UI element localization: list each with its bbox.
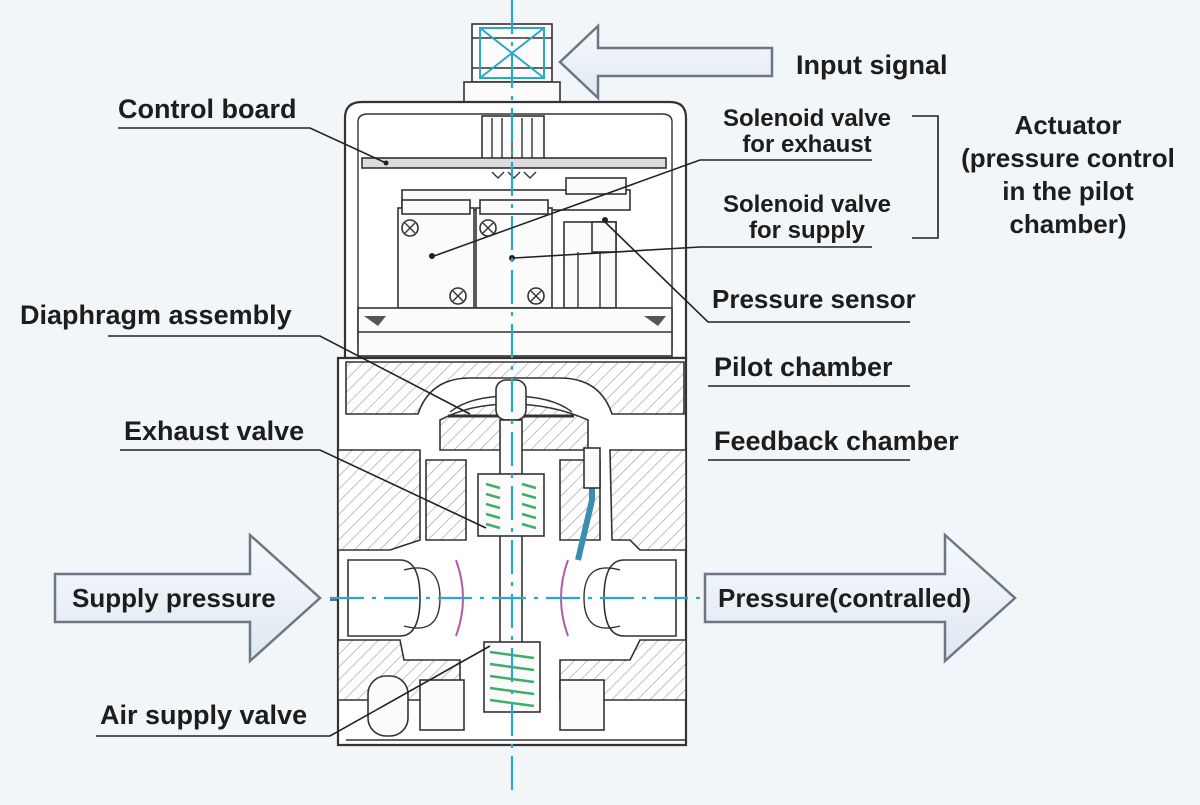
manifold-plate — [357, 307, 673, 357]
solenoid-supply-label-2: for supply — [749, 217, 866, 244]
solenoid-exhaust-label-2: for exhaust — [742, 131, 871, 158]
solenoid-supply-label-1: Solenoid valve — [723, 191, 891, 218]
supply-pressure-label: Supply pressure — [72, 583, 276, 613]
input-signal-label: Input signal — [796, 50, 948, 80]
actuator-label-3: in the pilot — [1002, 176, 1134, 206]
actuator-label-4: chamber) — [1009, 209, 1126, 239]
exhaust-valve-label: Exhaust valve — [124, 416, 304, 446]
actuator-label-2: (pressure control — [961, 143, 1175, 173]
supply-pressure-arrow — [53, 532, 322, 664]
solenoid-exhaust-label-1: Solenoid valve — [723, 105, 891, 132]
leader-lines — [96, 127, 910, 737]
pressure-controlled-label: Pressure(contralled) — [718, 583, 971, 613]
control-board-label: Control board — [118, 94, 296, 124]
pilot-chamber-label: Pilot chamber — [714, 352, 893, 382]
input-signal-arrow — [558, 23, 774, 101]
diaphragm-assembly-label: Diaphragm assembly — [20, 300, 292, 330]
output-pressure-arrow — [703, 532, 1017, 664]
feedback-chamber-label: Feedback chamber — [714, 426, 959, 456]
actuator-label-1: Actuator — [1015, 110, 1122, 140]
actuator-bracket — [912, 115, 939, 239]
pressure-sensor-label: Pressure sensor — [712, 284, 916, 314]
air-supply-valve-label: Air supply valve — [100, 700, 307, 730]
